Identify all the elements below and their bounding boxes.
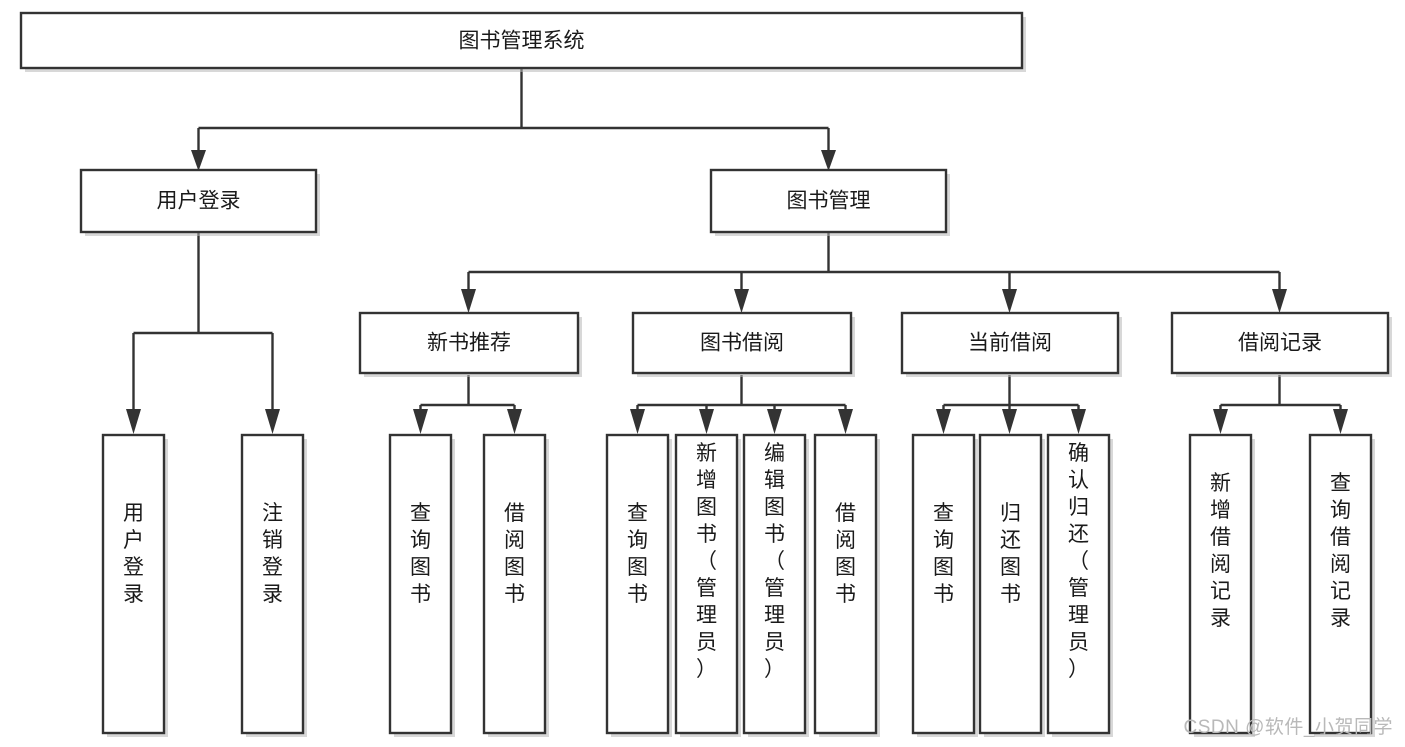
arrowhead-user-login	[191, 150, 206, 171]
node-leaf-logout-label: 注销登录	[262, 502, 283, 606]
node-leaf-add-book-box	[674, 433, 739, 735]
node-book-manage-box	[709, 168, 948, 234]
csdn-watermark: CSDN @软件_小贺同学	[1183, 717, 1393, 738]
arrowhead-book-borrow	[734, 289, 749, 313]
node-borrow-record[interactable]: 借阅记录	[1170, 311, 1392, 377]
arrowhead-book-manage	[821, 150, 836, 171]
node-leaf-user-login[interactable]: 用户登录	[101, 433, 168, 737]
node-leaf-add-record-box	[1188, 433, 1253, 735]
arrowhead-leaf-edit-book	[767, 409, 782, 434]
node-leaf-query-book-2-label: 查询图书	[627, 502, 648, 606]
node-leaf-query-record-box	[1308, 433, 1373, 735]
connector-layer	[126, 68, 1348, 434]
node-book-borrow[interactable]: 图书借阅	[631, 311, 855, 377]
node-leaf-logout-box	[240, 433, 305, 735]
node-book-manage[interactable]: 图书管理	[709, 168, 950, 236]
node-root[interactable]: 图书管理系统	[19, 11, 1026, 72]
arrowhead-leaf-add-record	[1213, 409, 1228, 434]
node-leaf-add-record[interactable]: 新增借阅记录	[1188, 433, 1255, 737]
arrowhead-leaf-borrow-book-2	[838, 409, 853, 434]
node-new-book-rec-box	[358, 311, 580, 375]
node-user-login-box	[79, 168, 318, 234]
arrowhead-leaf-return-book	[1002, 409, 1017, 434]
node-book-borrow-label: 图书借阅	[700, 332, 784, 355]
arrowhead-leaf-user-login	[126, 409, 141, 434]
arrowhead-current-borrow	[1002, 289, 1017, 313]
node-user-login[interactable]: 用户登录	[79, 168, 320, 236]
node-borrow-record-box	[1170, 311, 1390, 375]
arrowhead-new-book-rec	[461, 289, 476, 313]
node-leaf-query-book-2[interactable]: 查询图书	[605, 433, 672, 737]
arrowhead-leaf-query-record	[1333, 409, 1348, 434]
node-leaf-query-record-label: 查询借阅记录	[1330, 472, 1351, 630]
node-leaf-user-login-label: 用户登录	[123, 502, 144, 606]
node-leaf-return-book-label: 归还图书	[1000, 502, 1021, 606]
node-leaf-borrow-book-2[interactable]: 借阅图书	[813, 433, 880, 737]
node-leaf-logout[interactable]: 注销登录	[240, 433, 307, 737]
node-leaf-edit-book-box	[742, 433, 807, 735]
node-leaf-confirm-return-box	[1046, 433, 1111, 735]
arrowhead-leaf-query-book-3	[936, 409, 951, 434]
node-new-book-rec-label: 新书推荐	[427, 332, 511, 355]
node-root-label: 图书管理系统	[459, 30, 585, 53]
node-leaf-edit-book-label: 编辑图书（管理员）	[764, 442, 785, 681]
node-leaf-query-book-1-label: 查询图书	[410, 502, 431, 606]
node-leaf-query-book-1-box	[388, 433, 453, 735]
node-current-borrow-label: 当前借阅	[968, 332, 1052, 355]
node-current-borrow-box	[900, 311, 1120, 375]
node-book-borrow-box	[631, 311, 853, 375]
arrowhead-leaf-borrow-book-1	[507, 409, 522, 434]
node-leaf-user-login-box	[101, 433, 166, 735]
arrowhead-leaf-add-book	[699, 409, 714, 434]
node-current-borrow[interactable]: 当前借阅	[900, 311, 1122, 377]
node-leaf-query-book-1[interactable]: 查询图书	[388, 433, 455, 737]
node-leaf-confirm-return-label: 确认归还（管理员）	[1068, 442, 1089, 681]
arrowhead-leaf-query-book-1	[413, 409, 428, 434]
node-user-login-label: 用户登录	[157, 190, 241, 213]
node-book-manage-label: 图书管理	[787, 190, 871, 213]
node-leaf-query-record[interactable]: 查询借阅记录	[1308, 433, 1375, 737]
node-leaf-confirm-return[interactable]: 确认归还（管理员）	[1046, 433, 1113, 737]
node-root-box	[19, 11, 1024, 70]
node-leaf-return-book-box	[978, 433, 1043, 735]
arrowhead-leaf-confirm-return	[1071, 409, 1086, 434]
node-leaf-borrow-book-1-box	[482, 433, 547, 735]
node-leaf-return-book[interactable]: 归还图书	[978, 433, 1045, 737]
node-leaf-add-book[interactable]: 新增图书（管理员）	[674, 433, 741, 737]
node-leaf-add-book-label: 新增图书（管理员）	[696, 442, 717, 681]
node-leaf-query-book-3[interactable]: 查询图书	[911, 433, 978, 737]
arrowhead-leaf-query-book-2	[630, 409, 645, 434]
node-new-book-rec[interactable]: 新书推荐	[358, 311, 582, 377]
arrowhead-borrow-record	[1272, 289, 1287, 313]
node-leaf-borrow-book-2-box	[813, 433, 878, 735]
node-leaf-borrow-book-2-label: 借阅图书	[835, 502, 856, 606]
node-leaf-query-book-3-label: 查询图书	[933, 502, 954, 606]
node-leaf-add-record-label: 新增借阅记录	[1210, 472, 1231, 630]
node-leaf-edit-book[interactable]: 编辑图书（管理员）	[742, 433, 809, 737]
node-leaf-borrow-book-1-label: 借阅图书	[504, 502, 525, 606]
node-borrow-record-label: 借阅记录	[1238, 332, 1322, 355]
node-leaf-borrow-book-1[interactable]: 借阅图书	[482, 433, 549, 737]
node-leaf-query-book-2-box	[605, 433, 670, 735]
arrowhead-leaf-logout	[265, 409, 280, 434]
node-leaf-query-book-3-box	[911, 433, 976, 735]
